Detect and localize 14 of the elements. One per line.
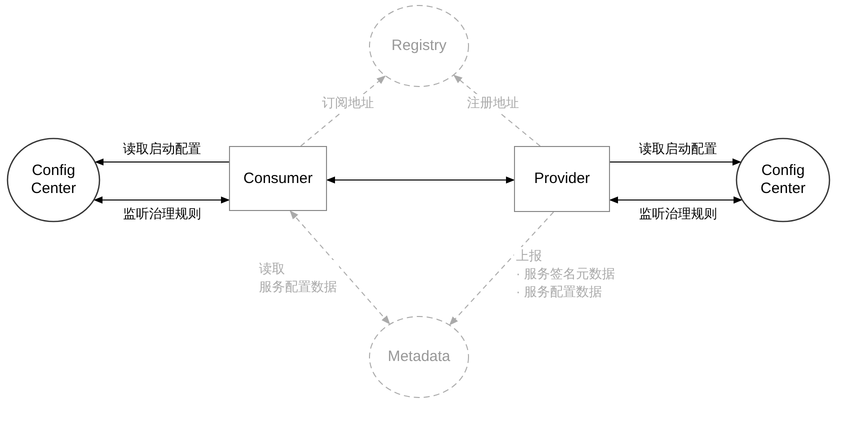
arrow: [609, 196, 743, 204]
node-label: Config Center: [30, 162, 78, 198]
arrow: [94, 158, 230, 166]
node-label: Config Center: [759, 162, 807, 198]
node-label: Provider: [533, 170, 591, 188]
arrow: [326, 176, 515, 184]
arrow: [94, 196, 230, 204]
arrow: [610, 158, 742, 166]
arrow: [449, 212, 554, 326]
edge-label: 读取服务配置数据: [259, 260, 339, 296]
arrow: [290, 210, 390, 325]
node-label: Registry: [390, 37, 448, 55]
node-label: Consumer: [242, 170, 314, 188]
node-label: Metadata: [386, 348, 452, 366]
